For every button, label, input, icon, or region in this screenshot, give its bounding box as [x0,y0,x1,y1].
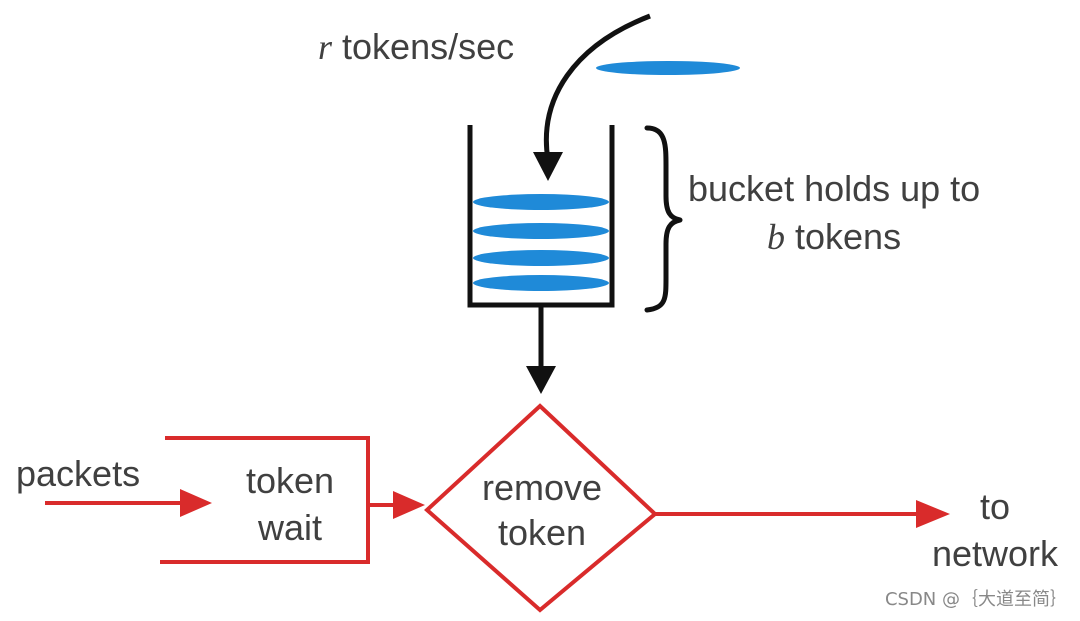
bucket-capacity-label-line-1: bucket holds up to [688,168,981,209]
remove-token-label-line-1: remove [481,467,603,508]
remove-token-label-line-2: token [497,512,587,553]
token-wait-label-line-2: wait [257,507,323,548]
token-rate-unit: tokens/sec [342,26,515,67]
token-wait-queue [160,436,370,564]
bucket-capacity-label-line-2: b tokens [767,216,902,257]
incoming-token [596,61,740,75]
token-rate-label: r tokens/sec [318,26,515,67]
stored-token [473,223,609,239]
bucket-capacity-unit: tokens [795,216,902,257]
bucket-output-arrowhead [526,366,556,394]
token-wait-label-line-1: token [245,460,335,501]
watermark: CSDN @｛大道至简｝ [884,589,1068,610]
queue-output-arrowhead [393,491,425,519]
packets-label: packets [16,453,141,494]
network-output-arrowhead [916,500,950,528]
incoming-token-arrowhead [533,152,563,181]
token-rate-variable: r [318,27,333,67]
stored-token [473,250,609,266]
packets-arrowhead [180,489,212,517]
stored-token [473,275,609,291]
stored-token [473,194,609,210]
bucket-capacity-brace [644,125,683,313]
network-label-line-2: network [931,533,1059,574]
network-label-line-1: to [979,486,1011,527]
remove-token-decision [424,403,659,613]
incoming-token-arrow [543,13,651,161]
bucket-capacity-variable: b [767,217,785,257]
